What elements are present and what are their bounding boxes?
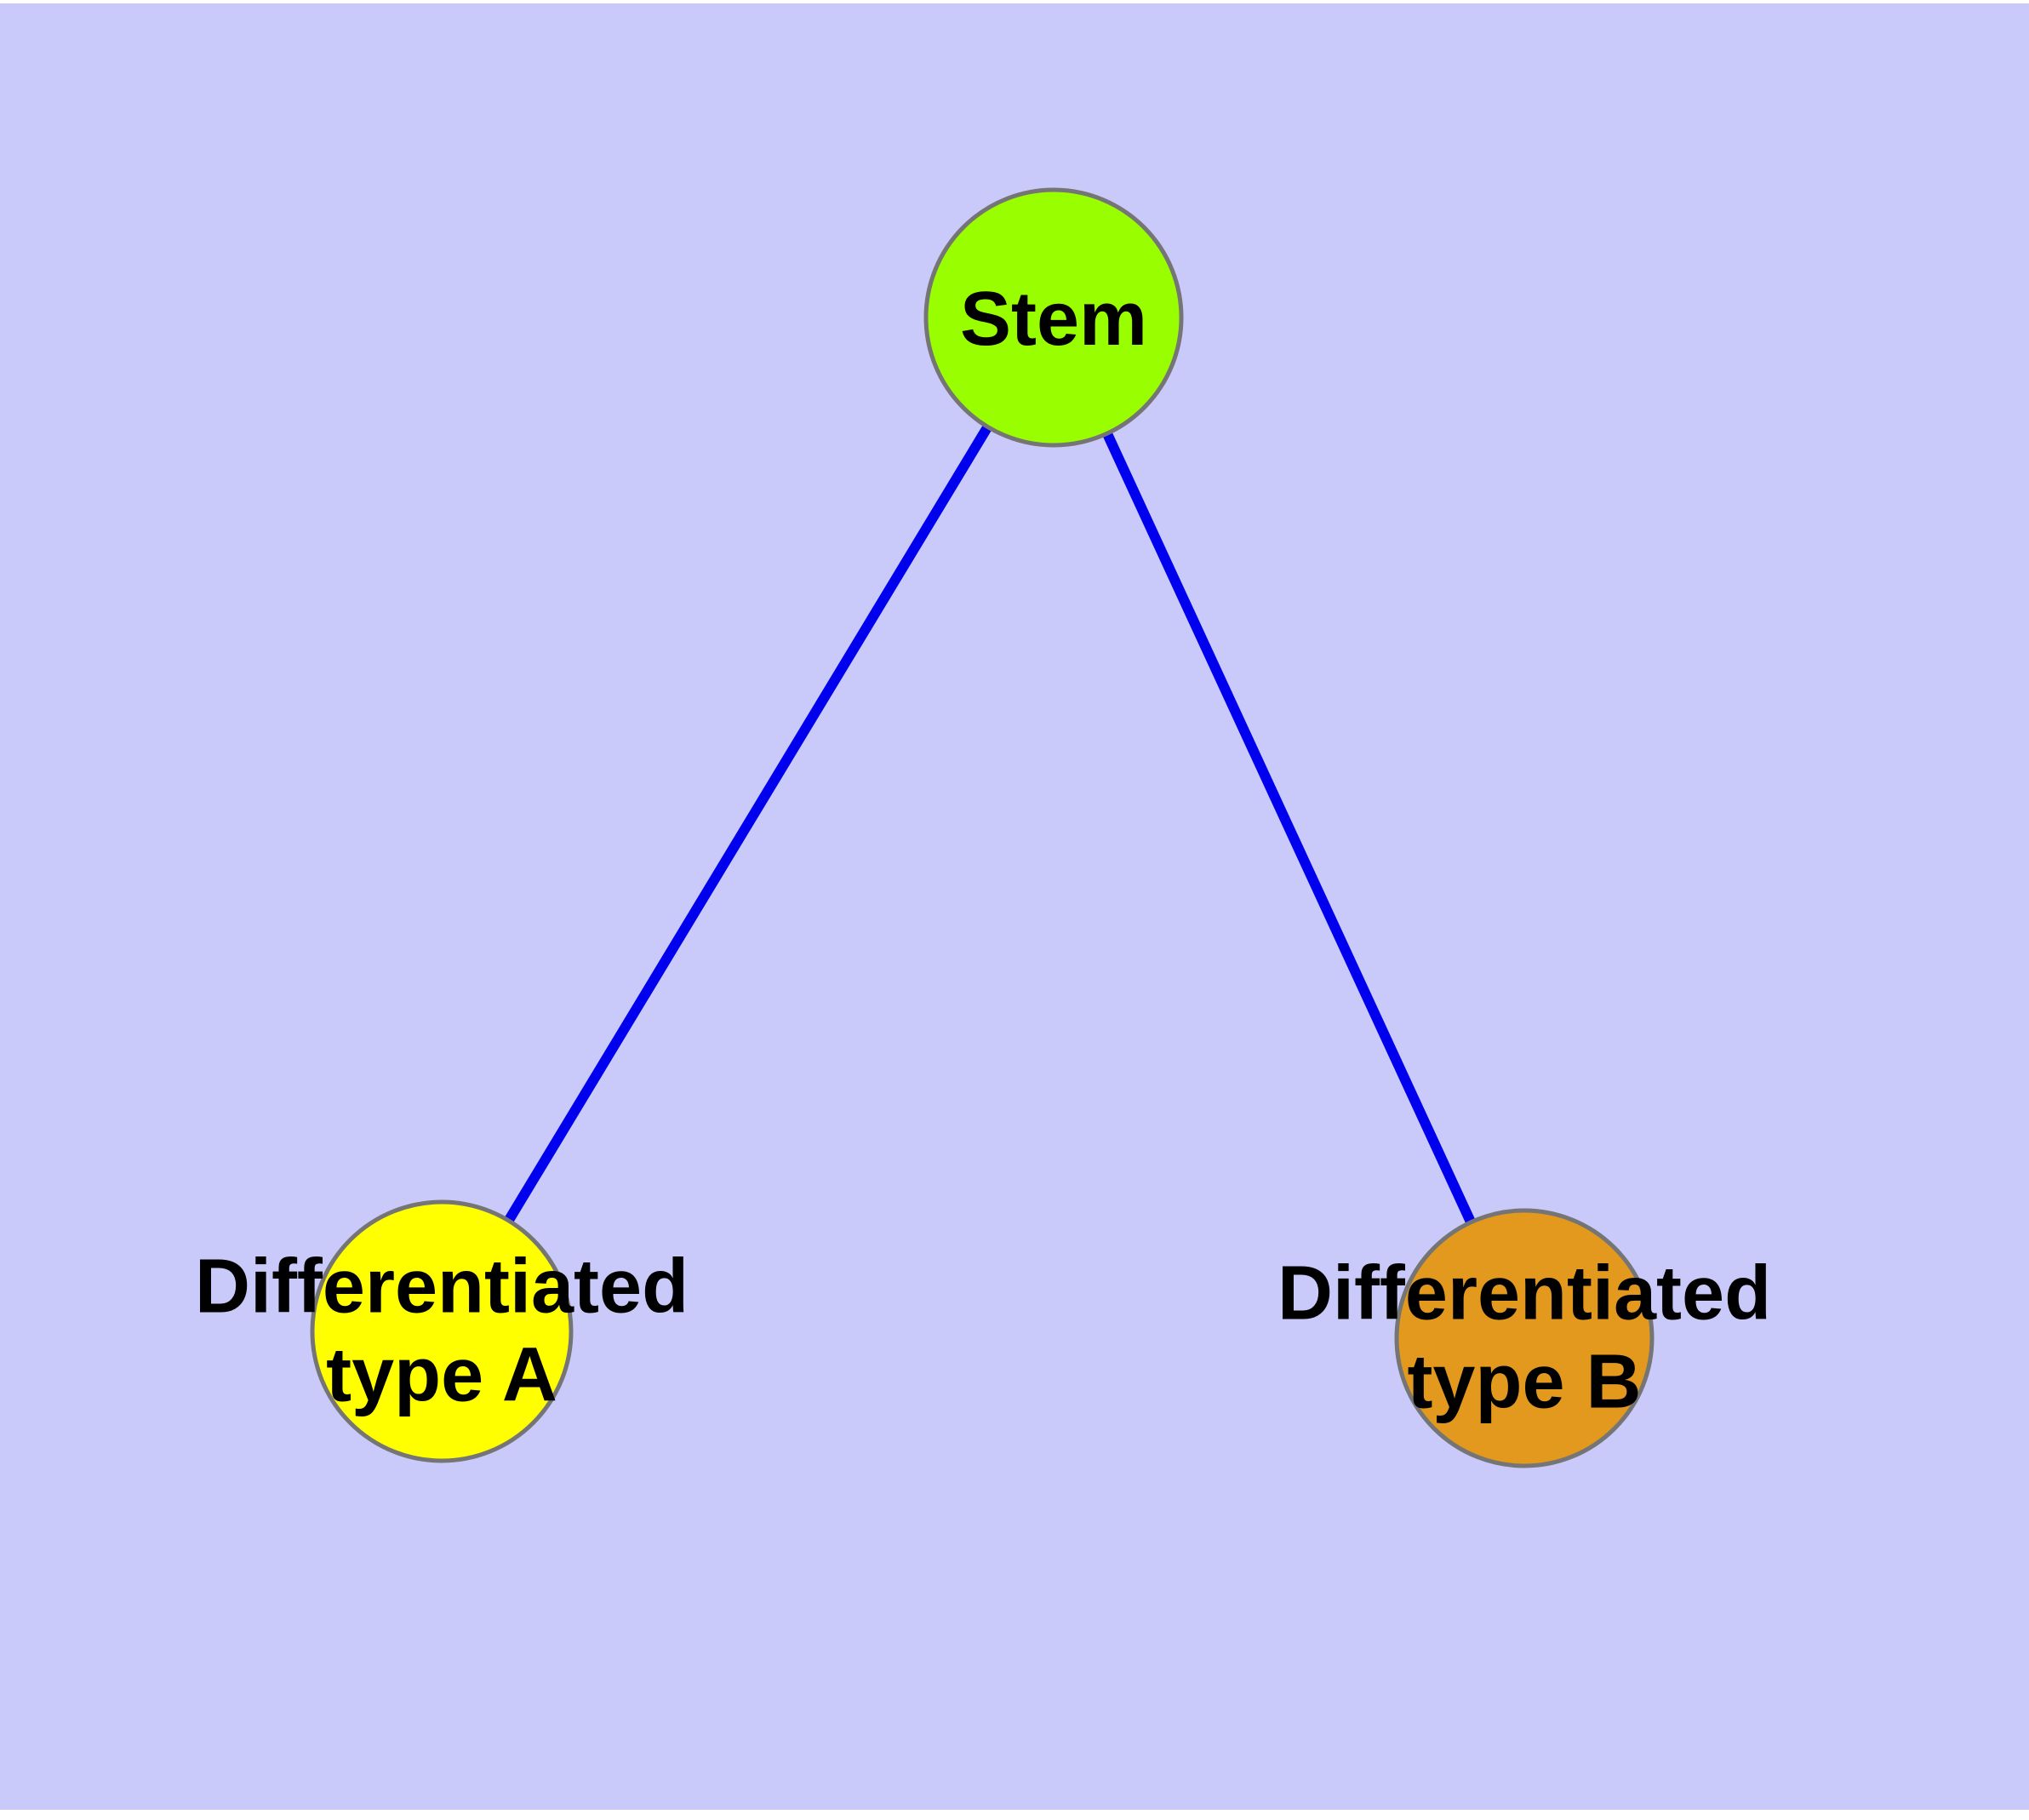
node-type-b-circle xyxy=(1394,1208,1655,1468)
edge-stem-to-type-b xyxy=(1049,315,1529,1341)
node-type-a-circle xyxy=(310,1199,574,1463)
node-stem-circle xyxy=(923,187,1184,448)
edge-stem-to-type-a xyxy=(437,314,1059,1335)
